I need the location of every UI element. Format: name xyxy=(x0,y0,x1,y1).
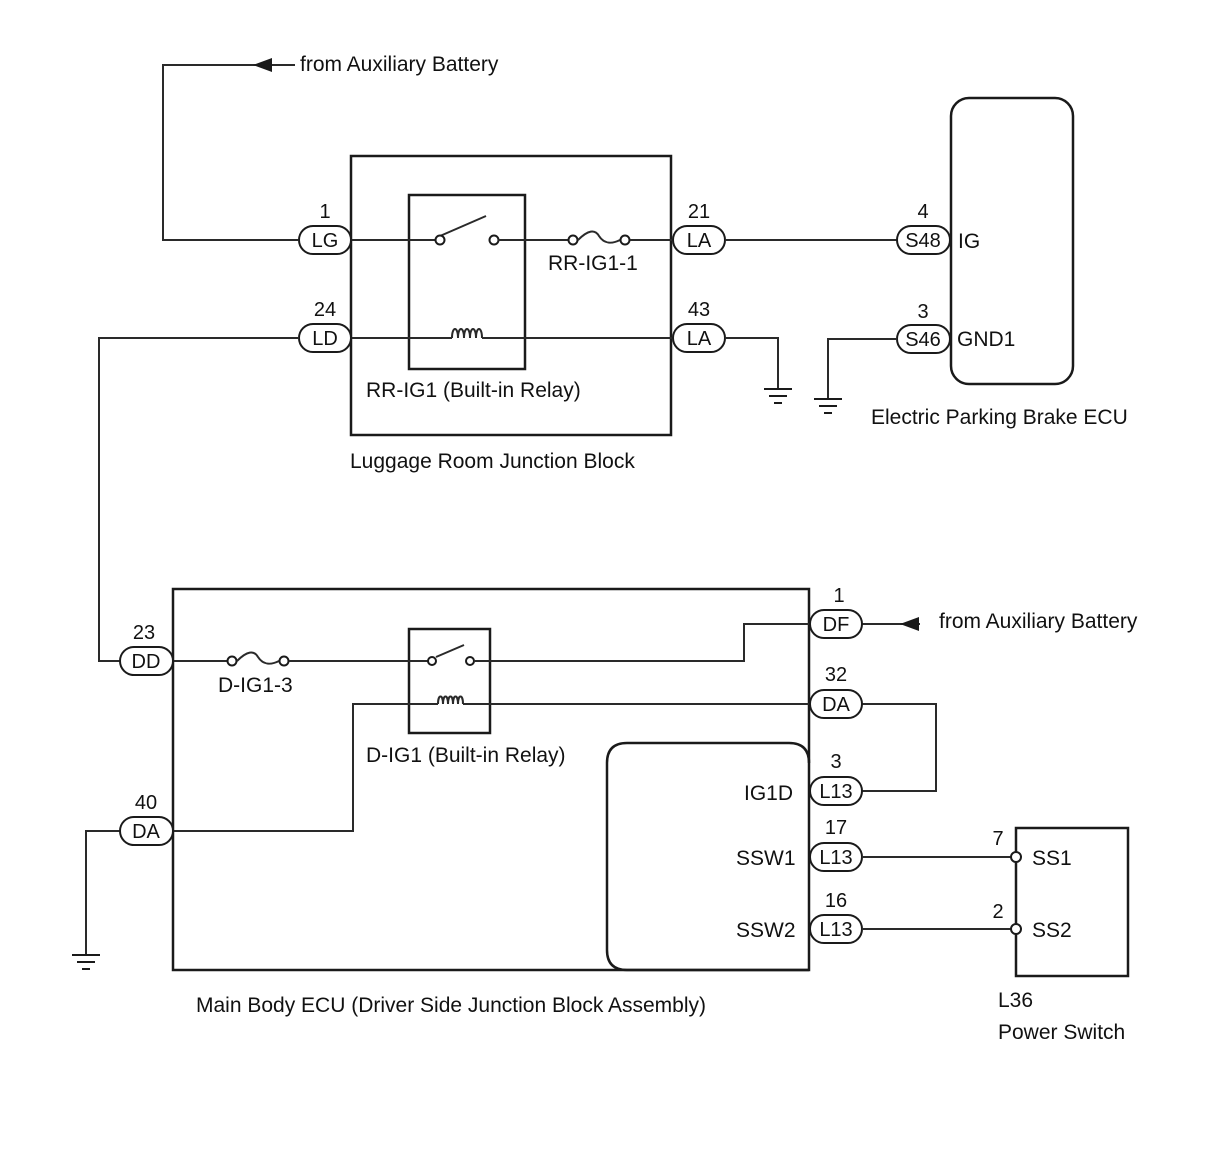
connector-code: S48 xyxy=(905,230,941,252)
pin-number: 40 xyxy=(135,792,157,814)
pin-number: 16 xyxy=(825,890,847,912)
switch-contact-icon xyxy=(488,234,500,246)
relay-coil-icon xyxy=(451,328,483,339)
ground-la43 xyxy=(725,337,792,404)
epb-gnd-terminal: GND1 xyxy=(957,328,1015,351)
connector-ld: LD 24 xyxy=(298,299,352,353)
d-fuse-label: D-IG1-3 xyxy=(218,674,293,697)
pin-number: 4 xyxy=(917,201,928,223)
aux-battery-label-bottom: from Auxiliary Battery xyxy=(939,610,1138,633)
pin-number: 1 xyxy=(833,585,844,607)
ps-ss1-terminal: SS1 xyxy=(1032,847,1072,870)
connector-l13-16: L13 16 xyxy=(809,890,863,944)
rr-relay-label: RR-IG1 (Built-in Relay) xyxy=(366,379,581,402)
fuse-terminal-icon xyxy=(619,234,631,246)
connector-df: DF 1 xyxy=(809,585,863,639)
ps-pin-ss1: 7 xyxy=(992,828,1003,850)
pin-number: 3 xyxy=(830,751,841,773)
connector-code: DA xyxy=(132,821,160,843)
connector-code: LD xyxy=(312,328,338,350)
terminal-icon xyxy=(1010,851,1022,863)
ps-ss2-terminal: SS2 xyxy=(1032,919,1072,942)
connector-code: L13 xyxy=(819,781,852,803)
pin-number: 17 xyxy=(825,817,847,839)
arrow-left-icon xyxy=(253,58,272,72)
pin-number: 23 xyxy=(133,622,155,644)
d-coil-line xyxy=(173,695,937,832)
luggage-room-junction-block xyxy=(349,154,673,437)
fuse-terminal-icon xyxy=(278,655,290,667)
connector-la-43: LA 43 xyxy=(672,299,726,353)
ssw1-terminal: SSW1 xyxy=(736,847,796,870)
connector-code: DD xyxy=(132,651,161,673)
ground-icon xyxy=(764,388,792,404)
epb-ecu-label: Electric Parking Brake ECU xyxy=(871,406,1128,429)
epb-ig-terminal: IG xyxy=(958,230,980,253)
electric-parking-brake-ecu xyxy=(949,96,1075,386)
switch-contact-icon xyxy=(465,656,475,666)
d-switch-line: D-IG1-3 xyxy=(173,623,810,697)
power-switch-code: L36 xyxy=(998,989,1033,1012)
pin-number: 43 xyxy=(688,299,710,321)
ecu-inner-module xyxy=(605,741,811,972)
ig1d-terminal: IG1D xyxy=(744,782,793,805)
pin-number: 21 xyxy=(688,201,710,223)
connector-s46: S46 3 xyxy=(896,301,951,354)
connector-code: L13 xyxy=(819,847,852,869)
aux-battery-feed-top: from Auxiliary Battery xyxy=(162,53,499,241)
ssw2-terminal: SSW2 xyxy=(736,919,796,942)
fuse-icon xyxy=(236,651,280,665)
pin-number: 24 xyxy=(314,299,336,321)
wire-ld-dd xyxy=(98,337,299,662)
pin-number: 32 xyxy=(825,664,847,686)
connector-code: LA xyxy=(687,328,712,350)
terminal-icon xyxy=(1010,923,1022,935)
connector-s48: S48 4 xyxy=(896,201,951,255)
relay-coil-icon xyxy=(437,695,464,705)
connector-dd: DD 23 xyxy=(119,622,174,676)
rr-fuse-label: RR-IG1-1 xyxy=(548,252,638,275)
connector-code: L13 xyxy=(819,919,852,941)
d-relay-label: D-IG1 (Built-in Relay) xyxy=(366,744,566,767)
main-body-ecu-label: Main Body ECU (Driver Side Junction Bloc… xyxy=(196,994,706,1017)
connector-code: LG xyxy=(312,230,339,252)
switch-contact-icon xyxy=(434,234,446,246)
pin-number: 1 xyxy=(319,201,330,223)
ps-pin-ss2: 2 xyxy=(992,901,1003,923)
power-switch xyxy=(1014,826,1130,978)
rr-coil-line xyxy=(352,328,672,339)
aux-battery-feed-bottom: from Auxiliary Battery xyxy=(862,610,1138,633)
connector-da-40: DA 40 xyxy=(119,792,174,846)
connector-da-32: DA 32 xyxy=(809,664,863,719)
fuse-icon xyxy=(577,230,621,244)
power-switch-label: Power Switch xyxy=(998,1021,1125,1044)
pin-number: 3 xyxy=(917,301,928,323)
connector-la-21: LA 21 xyxy=(672,201,726,255)
fuse-terminal-icon xyxy=(567,234,579,246)
luggage-block-label: Luggage Room Junction Block xyxy=(350,450,635,473)
ground-da40 xyxy=(72,830,120,970)
fuse-terminal-icon xyxy=(226,655,238,667)
arrow-left-icon xyxy=(900,617,919,631)
d-ig1-relay xyxy=(407,627,492,735)
connector-code: LA xyxy=(687,230,712,252)
connector-code: DF xyxy=(823,614,850,636)
connector-code: S46 xyxy=(905,329,941,351)
connector-lg: LG 1 xyxy=(298,201,352,255)
ground-icon xyxy=(72,954,100,970)
connector-l13-3: L13 3 xyxy=(809,751,863,806)
aux-battery-label-top: from Auxiliary Battery xyxy=(300,53,499,76)
connector-l13-17: L13 17 xyxy=(809,817,863,872)
rr-switch-line: RR-IG1-1 xyxy=(352,215,672,275)
ground-s46 xyxy=(814,338,897,414)
main-body-ecu xyxy=(171,587,811,972)
switch-contact-icon xyxy=(427,656,437,666)
rr-ig1-relay xyxy=(407,193,527,371)
ground-icon xyxy=(814,398,842,414)
connector-code: DA xyxy=(822,694,850,716)
